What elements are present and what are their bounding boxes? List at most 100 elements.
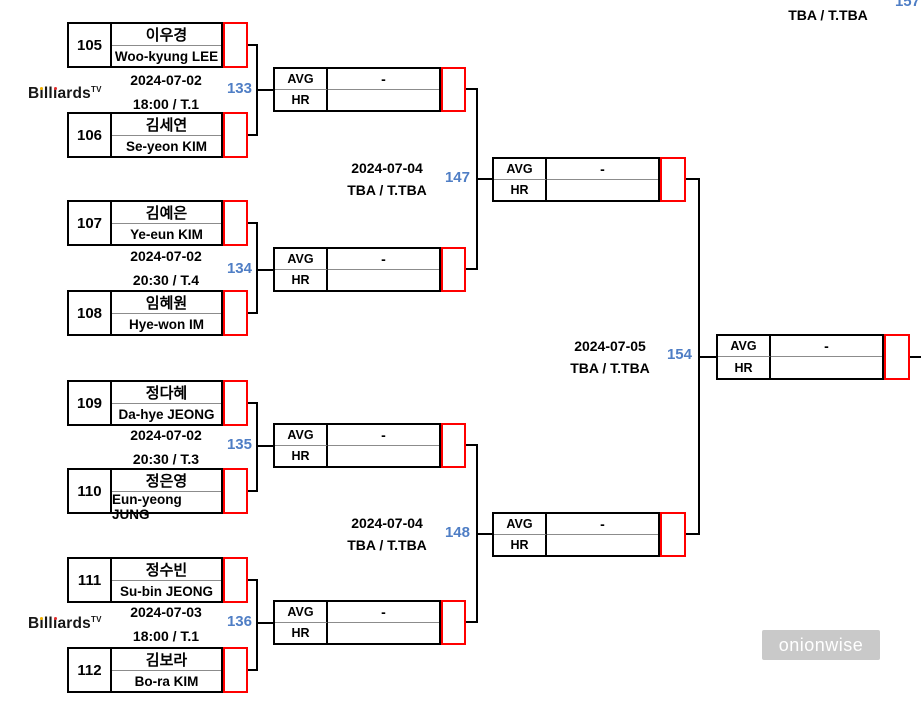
hr-value <box>547 535 658 556</box>
logo-i-yellow-dot: ı <box>39 615 44 633</box>
bracket-connector <box>910 356 921 358</box>
seed-number: 109 <box>69 382 112 424</box>
hr-label: HR <box>494 534 547 555</box>
player-box-112: 112 김보라 Bo-ra KIM <box>67 647 223 693</box>
avg-label: AVG <box>275 249 328 270</box>
player-name-en: Su-bin JEONG <box>119 583 213 599</box>
player-name-kr: 임혜원 <box>112 292 221 314</box>
bracket-connector <box>466 444 478 446</box>
match-schedule: 2024-07-02 20:30 / T.3 <box>96 423 236 471</box>
score-cell <box>223 290 248 336</box>
hr-value <box>328 623 439 644</box>
match-schedule: 2024-07-03 18:00 / T.1 <box>96 600 236 648</box>
score-cell <box>223 200 248 246</box>
match-time-table: 20:30 / T.3 <box>132 451 200 467</box>
hr-label: HR <box>275 622 328 643</box>
match-date: 2024-07-04 <box>351 515 423 531</box>
logo-text: ards <box>57 615 91 633</box>
result-box-148: AVG - HR <box>492 512 660 557</box>
winner-cell <box>441 600 466 645</box>
avg-label: AVG <box>494 159 547 180</box>
hr-label: HR <box>275 445 328 466</box>
winner-cell <box>441 247 466 292</box>
hr-label: HR <box>275 269 328 290</box>
player-name-kr: 이우경 <box>112 24 221 46</box>
hr-value <box>328 446 439 467</box>
bracket-connector <box>248 44 258 46</box>
player-box-109: 109 정다혜 Da-hye JEONG <box>67 380 223 426</box>
seed-number: 111 <box>69 559 112 601</box>
bracket-connector <box>256 579 258 671</box>
winner-cell <box>660 512 686 557</box>
bracket-connector <box>466 621 478 623</box>
match-date: 2024-07-03 <box>130 604 202 620</box>
bracket-connector <box>248 579 258 581</box>
seed-number: 105 <box>69 24 112 66</box>
match-date: 2024-07-04 <box>351 160 423 176</box>
avg-value: - <box>328 69 439 90</box>
onionwise-watermark: onionwise <box>762 630 880 660</box>
bracket-connector <box>478 178 492 180</box>
match-number: 136 <box>226 613 252 630</box>
match-schedule: 2024-07-02 18:00 / T.1 <box>96 68 236 116</box>
bracket-connector <box>476 444 478 623</box>
score-cell <box>223 647 248 693</box>
hr-value <box>547 180 658 201</box>
avg-value: - <box>547 514 658 535</box>
bracket-connector <box>686 533 700 535</box>
match-number: 147 <box>444 169 470 186</box>
bracket-connector <box>248 134 258 136</box>
logo-text: ll <box>43 85 53 103</box>
match-schedule: 2024-07-05 TBA / T.TBA <box>540 335 680 379</box>
bracket-connector <box>258 445 273 447</box>
score-cell <box>223 380 248 426</box>
billiards-tv-logo: BıllıardsTV <box>28 610 102 634</box>
bracket-connector <box>248 669 258 671</box>
player-name-en: Se-yeon KIM <box>125 138 207 154</box>
match-number: 135 <box>226 436 252 453</box>
score-cell <box>223 22 248 68</box>
logo-text: ll <box>43 615 53 633</box>
hr-value <box>328 270 439 291</box>
player-box-106: 106 김세연 Se-yeon KIM <box>67 112 223 158</box>
bracket-connector <box>466 88 478 90</box>
player-box-107: 107 김예은 Ye-eun KIM <box>67 200 223 246</box>
bracket-connector <box>700 356 716 358</box>
match-date: 2024-07-02 <box>130 427 202 443</box>
player-name-kr: 정수빈 <box>112 559 221 581</box>
avg-value: - <box>547 159 658 180</box>
winner-cell <box>884 334 910 380</box>
player-name-kr: 김예은 <box>112 202 221 224</box>
bracket-connector <box>248 490 258 492</box>
player-name-en: Bo-ra KIM <box>134 673 199 689</box>
avg-label: AVG <box>275 602 328 623</box>
avg-label: AVG <box>275 69 328 90</box>
match-number: 133 <box>226 80 252 97</box>
winner-cell <box>441 67 466 112</box>
winner-cell <box>441 423 466 468</box>
match-date: 2024-07-02 <box>130 248 202 264</box>
player-box-108: 108 임혜원 Hye-won IM <box>67 290 223 336</box>
match-number: 134 <box>226 260 252 277</box>
bracket-connector <box>248 402 258 404</box>
bracket-connector <box>686 178 700 180</box>
bracket-connector <box>248 222 258 224</box>
result-box-136: AVG - HR <box>273 600 441 645</box>
logo-i-red-dot: ı <box>52 85 58 103</box>
match-time-table: 18:00 / T.1 <box>132 96 200 112</box>
match-number: 154 <box>666 346 692 363</box>
match-schedule: 2024-07-04 TBA / T.TBA <box>317 157 457 201</box>
bracket-connector <box>466 268 478 270</box>
score-cell <box>223 557 248 603</box>
bracket-connector <box>248 312 258 314</box>
hr-label: HR <box>718 357 771 378</box>
logo-text: B <box>28 615 40 633</box>
match-time-table: 20:30 / T.4 <box>132 272 200 288</box>
match-time-table: TBA / T.TBA <box>788 7 868 23</box>
bracket-connector <box>256 44 258 136</box>
avg-label: AVG <box>494 514 547 535</box>
avg-value: - <box>328 425 439 446</box>
logo-i-red-dot: ı <box>52 615 58 633</box>
match-schedule: 2024-07-02 20:30 / T.4 <box>96 244 236 292</box>
result-box-147: AVG - HR <box>492 157 660 202</box>
